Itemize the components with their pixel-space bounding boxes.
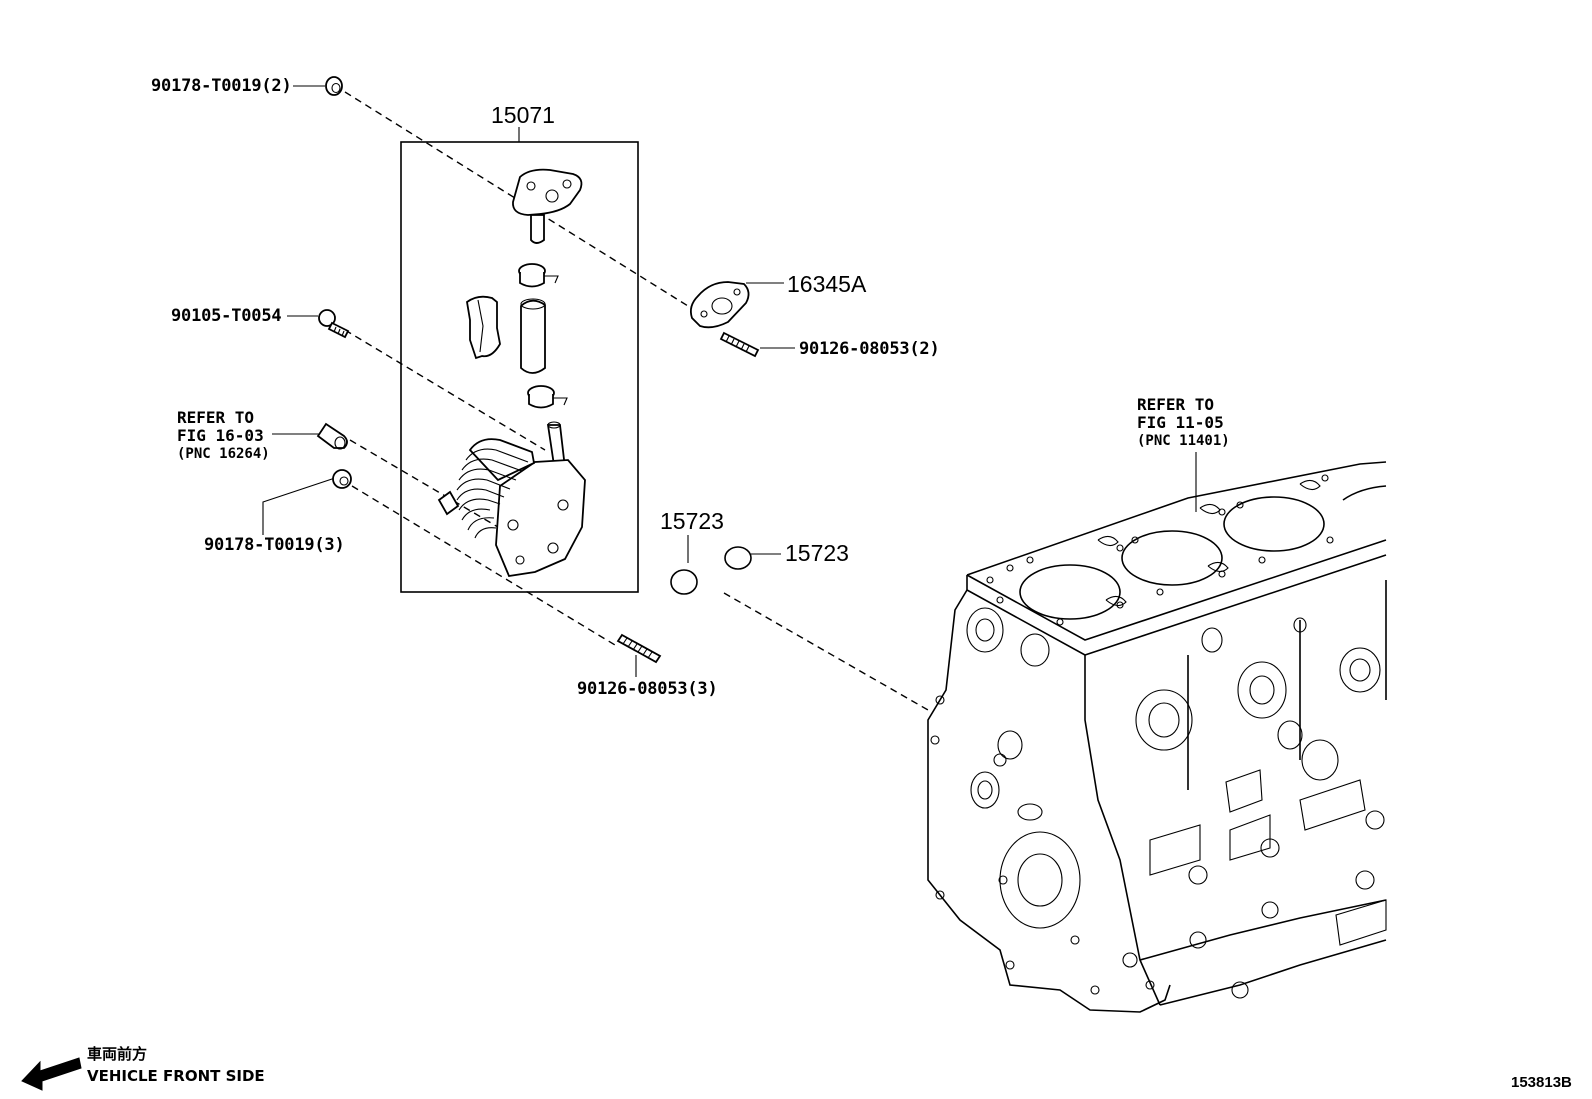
cooler-hose <box>520 298 546 374</box>
refer-right-line2: FIG 11-05 <box>1137 413 1224 432</box>
refer-note-left: REFER TO FIG 16-03 (PNC 16264) <box>177 409 270 463</box>
gasket-16345a <box>689 281 750 329</box>
pipe-fitting <box>316 422 348 450</box>
flange-bolt-side <box>318 309 350 339</box>
refer-left-line1: REFER TO <box>177 408 255 427</box>
dashed-leaders <box>344 91 929 711</box>
cylinder-block <box>927 461 1387 1013</box>
flange-nut-top <box>325 76 343 96</box>
refer-left-line2: FIG 16-03 <box>177 426 264 445</box>
hose-clamp-lower <box>527 385 568 409</box>
refer-left-line3: (PNC 16264) <box>177 446 270 462</box>
o-ring-15723-b <box>724 546 752 570</box>
o-ring-15723-a <box>670 569 698 595</box>
vehicle-front-arrow <box>21 1057 82 1091</box>
part-label-90105-t0054: 90105-T0054 <box>171 306 282 326</box>
stud-bolt-top <box>719 331 760 358</box>
vehicle-front-label: 車両前方 VEHICLE FRONT SIDE <box>87 1043 265 1087</box>
part-label-90178-t0019-3: 90178-T0019(3) <box>204 535 345 555</box>
pnc-label-15071: 15071 <box>491 102 555 128</box>
pnc-label-15723-b: 15723 <box>785 540 849 566</box>
oil-cooler <box>437 421 586 577</box>
vehicle-front-english: VEHICLE FRONT SIDE <box>87 1067 265 1085</box>
hose-clamp-upper <box>518 263 559 288</box>
pnc-label-15723-a: 15723 <box>660 508 724 534</box>
solid-leaders <box>262 85 1197 677</box>
stud-bolt-lower <box>616 633 662 664</box>
part-label-90178-t0019-2: 90178-T0019(2) <box>151 76 292 96</box>
refer-note-right: REFER TO FIG 11-05 (PNC 11401) <box>1137 396 1230 450</box>
cooler-flange <box>512 168 583 244</box>
part-label-90126-08053-2: 90126-08053(2) <box>799 339 940 359</box>
pnc-label-16345a: 16345A <box>787 271 867 297</box>
refer-right-line3: (PNC 11401) <box>1137 433 1230 449</box>
part-label-90126-08053-3: 90126-08053(3) <box>577 679 718 699</box>
hose-protector <box>466 295 501 360</box>
refer-right-line1: REFER TO <box>1137 395 1215 414</box>
vehicle-front-japanese: 車両前方 <box>87 1045 148 1063</box>
figure-number: 153813B <box>1511 1074 1572 1091</box>
flange-nut-lower <box>332 469 352 489</box>
